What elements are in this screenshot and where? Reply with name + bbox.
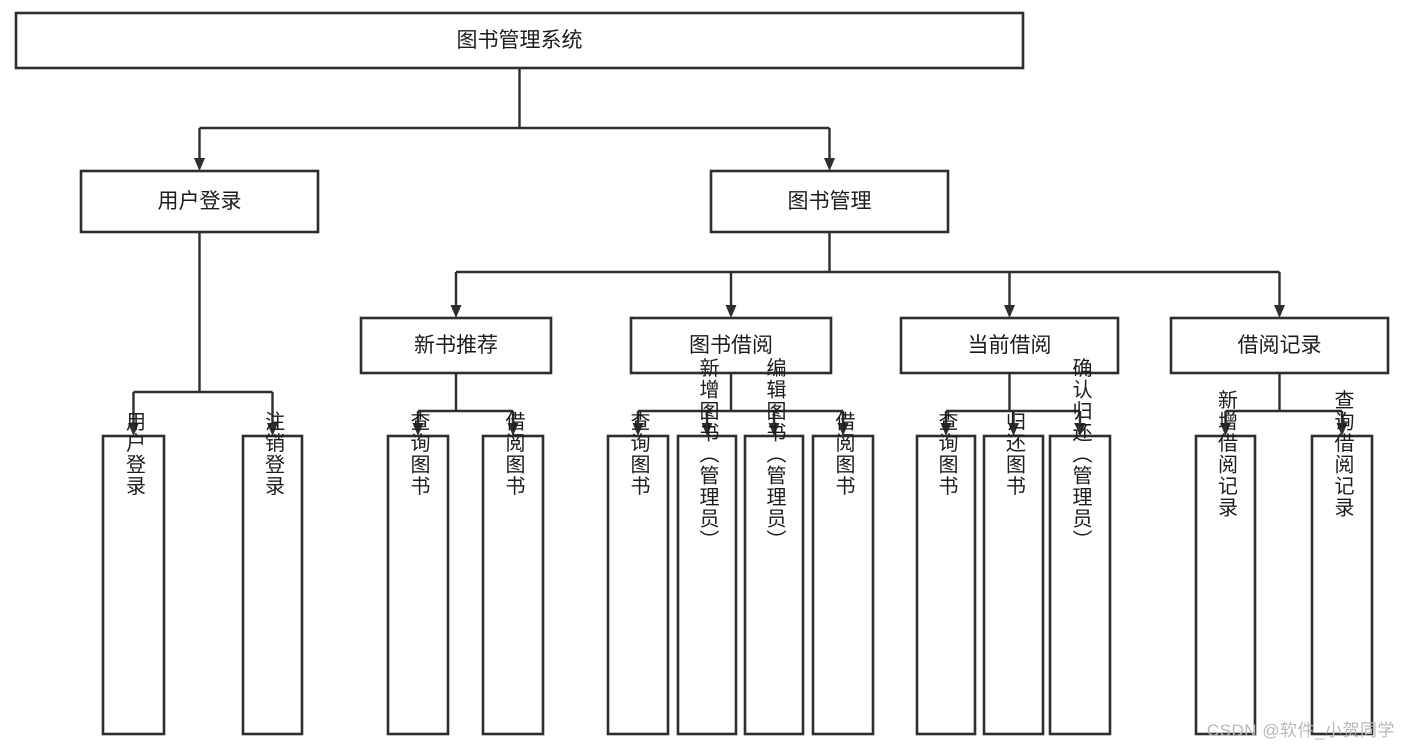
node-label: 新增借阅记录	[1215, 389, 1238, 518]
node-box	[241, 434, 304, 736]
node-label: 确认归还（管理员）	[1069, 357, 1092, 551]
node-box	[743, 434, 805, 736]
node-label: 查询借阅记录	[1331, 389, 1354, 518]
node-box	[915, 434, 977, 736]
node-leaf-leaf-return-book[interactable]: 归还图书	[982, 411, 1045, 736]
node-label: 借阅图书	[502, 411, 525, 497]
node-box	[14, 11, 1025, 70]
node-leaf-leaf-borrow-book-2[interactable]: 借阅图书	[811, 411, 875, 736]
node-label: 用户登录	[158, 190, 242, 213]
arrow-head-icon	[194, 158, 205, 171]
arrow-head-icon	[1074, 423, 1086, 436]
node-leaf-leaf-query-book-1[interactable]: 查询图书	[386, 411, 450, 736]
node-leaf-leaf-query-book-2[interactable]: 查询图书	[606, 411, 670, 736]
node-leaf-leaf-user-logout[interactable]: 注销登录	[241, 411, 304, 736]
node-box	[1194, 434, 1257, 736]
node-box	[606, 434, 670, 736]
arrow-head-icon	[507, 423, 519, 436]
node-leaf-leaf-confirm-return[interactable]: 确认归还（管理员）	[1048, 357, 1112, 736]
node-leaf-leaf-user-login[interactable]: 用户登录	[101, 411, 166, 736]
arrow-head-icon	[412, 423, 424, 436]
arrow-head-icon	[837, 423, 849, 436]
arrow-head-icon	[1008, 423, 1019, 436]
node-leaf-leaf-query-record[interactable]: 查询借阅记录	[1310, 389, 1374, 736]
arrow-head-icon	[1274, 305, 1285, 318]
node-label: 用户登录	[123, 411, 146, 497]
node-box	[629, 316, 833, 375]
node-label: 当前借阅	[968, 334, 1052, 357]
arrow-head-icon	[1220, 423, 1231, 436]
node-label: 注销登录	[262, 411, 285, 497]
node-box	[79, 169, 320, 234]
node-label: 新增图书（管理员）	[696, 357, 719, 551]
node-leaf-leaf-query-book-3[interactable]: 查询图书	[915, 411, 977, 736]
arrow-head-icon	[267, 423, 278, 436]
node-label: 图书借阅	[689, 334, 773, 357]
node-level3-new-book-recommend[interactable]: 新书推荐	[359, 316, 553, 375]
node-box	[709, 169, 950, 234]
node-label: 查询图书	[935, 411, 958, 497]
node-box	[1048, 434, 1112, 736]
arrow-head-icon	[725, 305, 737, 318]
node-leaf-leaf-add-book[interactable]: 新增图书（管理员）	[676, 357, 738, 736]
connector-layer	[128, 68, 1348, 436]
node-box	[1310, 434, 1374, 736]
node-label: 归还图书	[1003, 411, 1026, 497]
node-level2-book-manage[interactable]: 图书管理	[709, 169, 950, 234]
node-root[interactable]: 图书管理系统	[14, 11, 1025, 70]
node-label: 新书推荐	[414, 334, 498, 357]
arrow-head-icon	[824, 158, 835, 171]
arrow-head-icon	[450, 305, 462, 318]
arrow-head-icon	[1336, 423, 1348, 436]
node-box	[1169, 316, 1390, 375]
node-box	[481, 434, 545, 736]
node-box	[101, 434, 166, 736]
arrow-head-icon	[701, 423, 713, 436]
node-label: 图书管理	[788, 190, 872, 213]
node-label: 查询图书	[407, 411, 430, 497]
node-label: 图书管理系统	[457, 29, 583, 52]
node-box	[359, 316, 553, 375]
node-label: 编辑图书（管理员）	[763, 357, 786, 551]
node-leaf-leaf-edit-book[interactable]: 编辑图书（管理员）	[743, 357, 805, 736]
node-level3-book-borrow[interactable]: 图书借阅	[629, 316, 833, 375]
node-level3-current-borrow[interactable]: 当前借阅	[899, 316, 1120, 375]
node-label: 查询图书	[627, 411, 650, 497]
node-box	[676, 434, 738, 736]
node-label: 借阅记录	[1238, 334, 1322, 357]
arrow-head-icon	[632, 423, 644, 436]
node-leaf-leaf-add-record[interactable]: 新增借阅记录	[1194, 389, 1257, 736]
arrow-head-icon	[1004, 305, 1015, 318]
node-leaf-leaf-borrow-book-1[interactable]: 借阅图书	[481, 411, 545, 736]
node-box	[811, 434, 875, 736]
node-level3-borrow-record[interactable]: 借阅记录	[1169, 316, 1390, 375]
node-level2-user-login[interactable]: 用户登录	[79, 169, 320, 234]
node-box	[899, 316, 1120, 375]
node-box	[386, 434, 450, 736]
node-layer: 图书管理系统用户登录图书管理新书推荐图书借阅当前借阅借阅记录用户登录注销登录查询…	[14, 11, 1390, 736]
arrow-head-icon	[128, 423, 139, 436]
node-box	[982, 434, 1045, 736]
node-label: 借阅图书	[832, 411, 855, 497]
arrow-head-icon	[940, 423, 952, 436]
arrow-head-icon	[768, 423, 780, 436]
